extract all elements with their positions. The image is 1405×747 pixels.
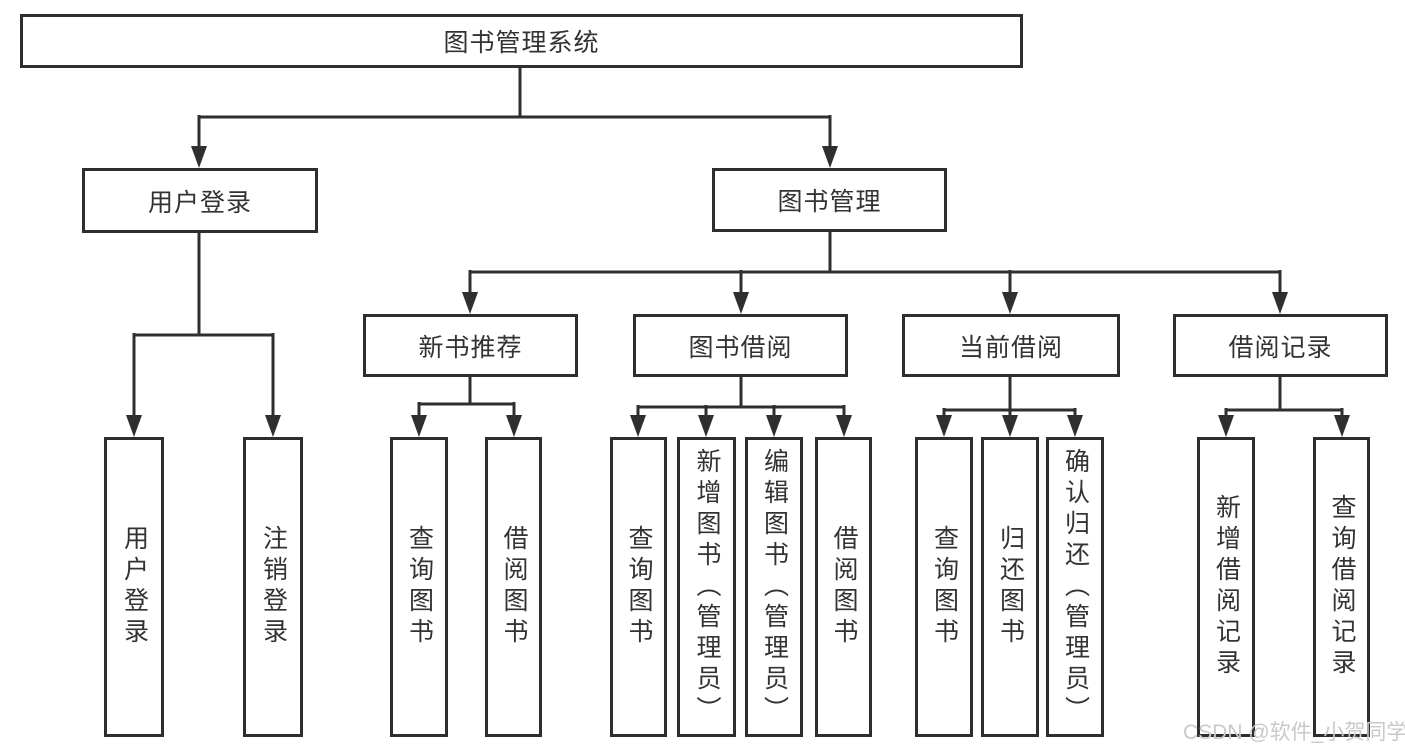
node-book-borrow: 图书借阅 [633, 314, 848, 377]
leaf-query-borrow-record: 查询借阅记录 [1313, 437, 1370, 737]
node-borrow-records: 借阅记录 [1173, 314, 1388, 377]
leaf-query-books-current: 查询图书 [915, 437, 973, 737]
csdn-watermark: CSDN @软件_小贺同学 [1183, 721, 1405, 744]
leaf-borrow-books-recommend-label: 借阅图书 [500, 525, 528, 649]
leaf-borrow-books: 借阅图书 [815, 437, 872, 737]
leaf-query-books-borrow-label: 查询图书 [625, 525, 653, 649]
node-user-login: 用户登录 [82, 168, 318, 233]
node-book-borrow-label: 图书借阅 [688, 333, 793, 362]
leaf-return-books: 归还图书 [981, 437, 1039, 737]
leaf-edit-books-admin-label: 编辑图书（管理员） [760, 447, 789, 727]
leaf-query-books-recommend: 查询图书 [390, 437, 448, 737]
leaf-query-books-borrow: 查询图书 [610, 437, 667, 737]
node-book-management-label: 图书管理 [777, 188, 882, 216]
node-new-book-recommend-label: 新书推荐 [418, 333, 523, 362]
leaf-borrow-books-label: 借阅图书 [830, 525, 858, 649]
leaf-borrow-books-recommend: 借阅图书 [485, 437, 542, 737]
leaf-query-books-recommend-label: 查询图书 [405, 525, 434, 649]
leaf-confirm-return-admin: 确认归还（管理员） [1046, 437, 1104, 737]
leaf-edit-books-admin: 编辑图书（管理员） [745, 437, 803, 737]
leaf-logout: 注销登录 [243, 437, 303, 737]
leaf-logout-label: 注销登录 [259, 525, 288, 649]
node-root: 图书管理系统 [20, 14, 1023, 68]
node-book-management: 图书管理 [712, 168, 947, 232]
leaf-add-borrow-record-label: 新增借阅记录 [1212, 494, 1241, 680]
leaf-query-books-current-label: 查询图书 [930, 525, 959, 649]
leaf-return-books-label: 归还图书 [996, 525, 1025, 649]
leaf-user-login-label: 用户登录 [120, 525, 149, 649]
node-user-login-label: 用户登录 [147, 188, 252, 217]
leaf-confirm-return-admin-label: 确认归还（管理员） [1061, 447, 1090, 727]
leaf-query-borrow-record-label: 查询借阅记录 [1328, 494, 1356, 680]
leaf-add-books-admin: 新增图书（管理员） [677, 437, 736, 737]
node-new-book-recommend: 新书推荐 [363, 314, 578, 377]
leaf-user-login: 用户登录 [104, 437, 164, 737]
node-root-label: 图书管理系统 [443, 29, 600, 57]
node-current-borrow-label: 当前借阅 [958, 333, 1063, 362]
leaf-add-borrow-record: 新增借阅记录 [1197, 437, 1255, 737]
node-borrow-records-label: 借阅记录 [1228, 333, 1333, 362]
node-current-borrow: 当前借阅 [902, 314, 1120, 377]
leaf-add-books-admin-label: 新增图书（管理员） [693, 447, 721, 727]
